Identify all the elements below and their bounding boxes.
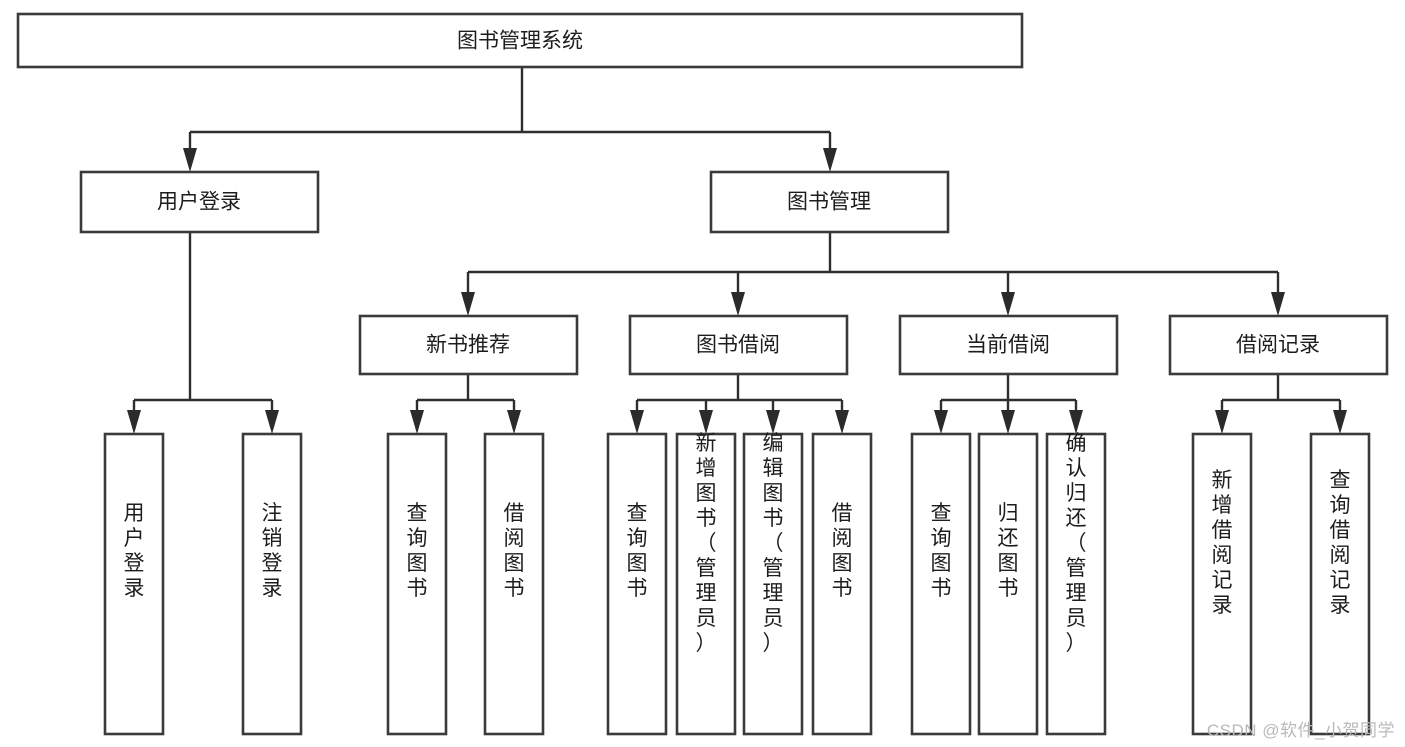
arrow-root-to-bookmgmt xyxy=(823,148,837,172)
leaf-query-borrow-record-label: 查询借阅记录 xyxy=(1330,469,1351,617)
leaf-borrow-book-newbook-box[interactable] xyxy=(483,432,545,736)
leaf-query-book-newbook-label: 查询图书 xyxy=(407,502,428,600)
leaf-borrow-book-borrow-box[interactable] xyxy=(811,432,873,736)
leaf-confirm-return-admin[interactable]: 确认归还（管理员） xyxy=(1045,432,1107,736)
leaf-query-book-borrow-box[interactable] xyxy=(606,432,668,736)
leaf-borrow-book-borrow[interactable]: 借阅图书 xyxy=(811,432,873,736)
arrow-bookmgmt-to-l3-2 xyxy=(731,292,745,316)
arrow-borrow-to-leaf3 xyxy=(766,410,780,434)
leaf-add-book-admin-box[interactable] xyxy=(675,432,737,736)
node-user-login-box[interactable] xyxy=(79,170,320,234)
leaf-add-borrow-record[interactable]: 新增借阅记录 xyxy=(1191,432,1253,736)
node-book-management-label: 图书管理 xyxy=(787,191,871,214)
node-book-management-box[interactable] xyxy=(709,170,950,234)
node-borrow-record[interactable]: 借阅记录 xyxy=(1168,314,1389,376)
leaf-borrow-book-newbook[interactable]: 借阅图书 xyxy=(483,432,545,736)
node-new-book-recommend[interactable]: 新书推荐 xyxy=(358,314,579,376)
node-book-borrow-box[interactable] xyxy=(628,314,849,376)
leaf-add-book-admin-label: 新增图书（管理员） xyxy=(696,432,717,655)
leaf-user-login[interactable]: 用户登录 xyxy=(103,432,165,736)
leaf-edit-book-admin-box[interactable] xyxy=(742,432,804,736)
node-new-book-recommend-box[interactable] xyxy=(358,314,579,376)
arrow-bookmgmt-to-l3-4 xyxy=(1271,292,1285,316)
leaf-query-book-newbook-box[interactable] xyxy=(386,432,448,736)
node-new-book-recommend-label: 新书推荐 xyxy=(426,334,510,357)
node-root[interactable]: 图书管理系统 xyxy=(16,12,1024,69)
arrow-user-to-leaf2 xyxy=(265,410,279,434)
leaf-query-borrow-record-box[interactable] xyxy=(1309,432,1371,736)
leaf-query-book-current-box[interactable] xyxy=(910,432,972,736)
node-borrow-record-box[interactable] xyxy=(1168,314,1389,376)
arrow-root-to-user xyxy=(183,148,197,172)
leaf-return-book[interactable]: 归还图书 xyxy=(977,432,1039,736)
leaf-return-book-box[interactable] xyxy=(977,432,1039,736)
leaf-logout[interactable]: 注销登录 xyxy=(241,432,303,736)
leaf-edit-book-admin[interactable]: 编辑图书（管理员） xyxy=(742,432,804,736)
leaf-query-book-borrow-label: 查询图书 xyxy=(627,502,648,600)
arrow-current-to-leaf1 xyxy=(934,410,948,434)
leaf-add-borrow-record-label: 新增借阅记录 xyxy=(1212,469,1233,617)
leaf-query-book-borrow[interactable]: 查询图书 xyxy=(606,432,668,736)
leaf-query-book-current-label: 查询图书 xyxy=(931,502,952,600)
node-user-login-label: 用户登录 xyxy=(157,191,241,214)
leaf-query-borrow-record[interactable]: 查询借阅记录 xyxy=(1309,432,1371,736)
arrow-bookmgmt-to-l3-1 xyxy=(461,292,475,316)
leaf-add-borrow-record-box[interactable] xyxy=(1191,432,1253,736)
leaf-borrow-book-borrow-label: 借阅图书 xyxy=(832,502,853,600)
node-book-management[interactable]: 图书管理 xyxy=(709,170,950,234)
leaf-user-login-box[interactable] xyxy=(103,432,165,736)
connector-layer xyxy=(127,67,1347,434)
leaf-user-login-label: 用户登录 xyxy=(124,502,145,600)
leaf-query-book-newbook[interactable]: 查询图书 xyxy=(386,432,448,736)
leaf-logout-box[interactable] xyxy=(241,432,303,736)
node-borrow-record-label: 借阅记录 xyxy=(1236,334,1320,357)
arrow-borrow-to-leaf4 xyxy=(835,410,849,434)
leaf-return-book-label: 归还图书 xyxy=(998,502,1019,600)
arrow-current-to-leaf2 xyxy=(1001,410,1015,434)
watermark: CSDN @软件_小贺同学 xyxy=(1206,721,1395,740)
leaf-add-book-admin[interactable]: 新增图书（管理员） xyxy=(675,432,737,736)
leaf-borrow-book-newbook-label: 借阅图书 xyxy=(504,502,525,600)
node-current-borrow-box[interactable] xyxy=(898,314,1119,376)
leaf-query-book-current[interactable]: 查询图书 xyxy=(910,432,972,736)
leaf-edit-book-admin-label: 编辑图书（管理员） xyxy=(763,432,784,655)
node-current-borrow[interactable]: 当前借阅 xyxy=(898,314,1119,376)
arrow-record-to-leaf2 xyxy=(1333,410,1347,434)
node-book-borrow-label: 图书借阅 xyxy=(696,334,780,357)
arrow-record-to-leaf1 xyxy=(1215,410,1229,434)
arrow-borrow-to-leaf2 xyxy=(699,410,713,434)
arrow-borrow-to-leaf1 xyxy=(630,410,644,434)
arrow-current-to-leaf3 xyxy=(1069,410,1083,434)
leaf-logout-label: 注销登录 xyxy=(262,502,283,600)
node-book-borrow[interactable]: 图书借阅 xyxy=(628,314,849,376)
arrow-user-to-leaf1 xyxy=(127,410,141,434)
node-root-box[interactable] xyxy=(16,12,1024,69)
node-current-borrow-label: 当前借阅 xyxy=(966,334,1050,357)
node-root-label: 图书管理系统 xyxy=(457,30,583,53)
arrow-bookmgmt-to-l3-3 xyxy=(1001,292,1015,316)
arrow-newbook-to-leaf1 xyxy=(410,410,424,434)
leaf-confirm-return-admin-label: 确认归还（管理员） xyxy=(1066,432,1087,655)
arrow-newbook-to-leaf2 xyxy=(507,410,521,434)
leaf-confirm-return-admin-box[interactable] xyxy=(1045,432,1107,736)
node-user-login[interactable]: 用户登录 xyxy=(79,170,320,234)
